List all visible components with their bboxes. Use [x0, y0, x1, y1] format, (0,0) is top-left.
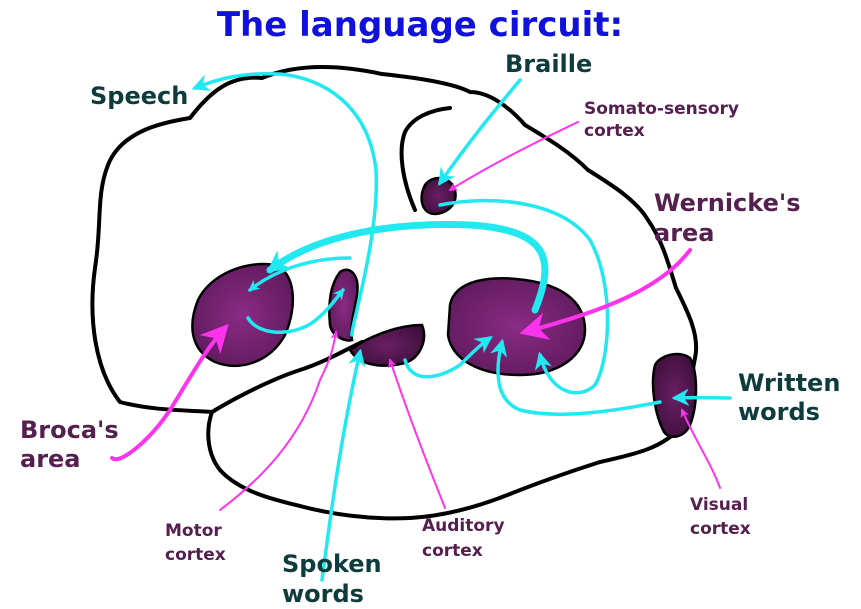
auditory-cortex-pointer [388, 358, 446, 509]
label-somato-sensory-line1: Somato-sensory [584, 99, 739, 119]
label-visual-line1: Visual [690, 495, 748, 515]
central-sulcus [399, 106, 452, 212]
label-broca-line1: Broca's [20, 416, 119, 444]
input-pathways [191, 71, 732, 582]
braille-arrow [437, 78, 522, 186]
label-wernicke-line2: area [654, 219, 715, 247]
somato-sensory-pointer [448, 121, 579, 191]
wernicke-to-broca-arrow-2 [248, 256, 352, 292]
diagram-title: The language circuit: [217, 5, 623, 45]
label-motor-line1: Motor [165, 521, 222, 541]
somato-to-wernicke-arrow [438, 198, 610, 395]
label-written-line2: words [738, 398, 820, 426]
label-auditory-line2: cortex [422, 541, 483, 561]
label-wernicke-line1: Wernicke's [654, 189, 801, 217]
visual-cortex-pointer [680, 408, 721, 489]
label-visual-line2: cortex [690, 519, 751, 539]
labels: Speech Braille Somato-sensory cortex Wer… [20, 50, 840, 608]
wernicke-pointer [519, 248, 692, 340]
broca-pointer [110, 323, 229, 462]
brain-regions [191, 176, 698, 438]
label-somato-sensory-line2: cortex [584, 121, 645, 141]
brain-outline [90, 65, 699, 521]
label-broca-line2: area [20, 445, 81, 473]
auditory-to-wernicke-arrow [403, 335, 493, 379]
visual-to-wernicke-arrow [490, 338, 662, 416]
label-braille: Braille [505, 50, 592, 78]
wernicke-to-broca-arrow [266, 221, 549, 314]
broca-to-motor-arrow [246, 288, 345, 334]
label-spoken-line2: words [282, 580, 364, 608]
motor-cortex-pointer [219, 330, 340, 511]
wernicke-area-region [446, 277, 587, 377]
label-auditory-line1: Auditory [422, 516, 505, 536]
label-written-line1: Written [738, 369, 840, 397]
label-motor-line2: cortex [165, 545, 226, 565]
lateral-sulcus [210, 340, 364, 414]
auditory-cortex-region [348, 323, 426, 367]
temporal-lobe-outline [206, 410, 682, 521]
speech-arrow [191, 71, 379, 337]
label-speech: Speech [90, 82, 188, 110]
spoken-words-arrow [320, 348, 366, 582]
label-spoken-line1: Spoken [282, 550, 382, 578]
label-pointers [110, 121, 721, 511]
